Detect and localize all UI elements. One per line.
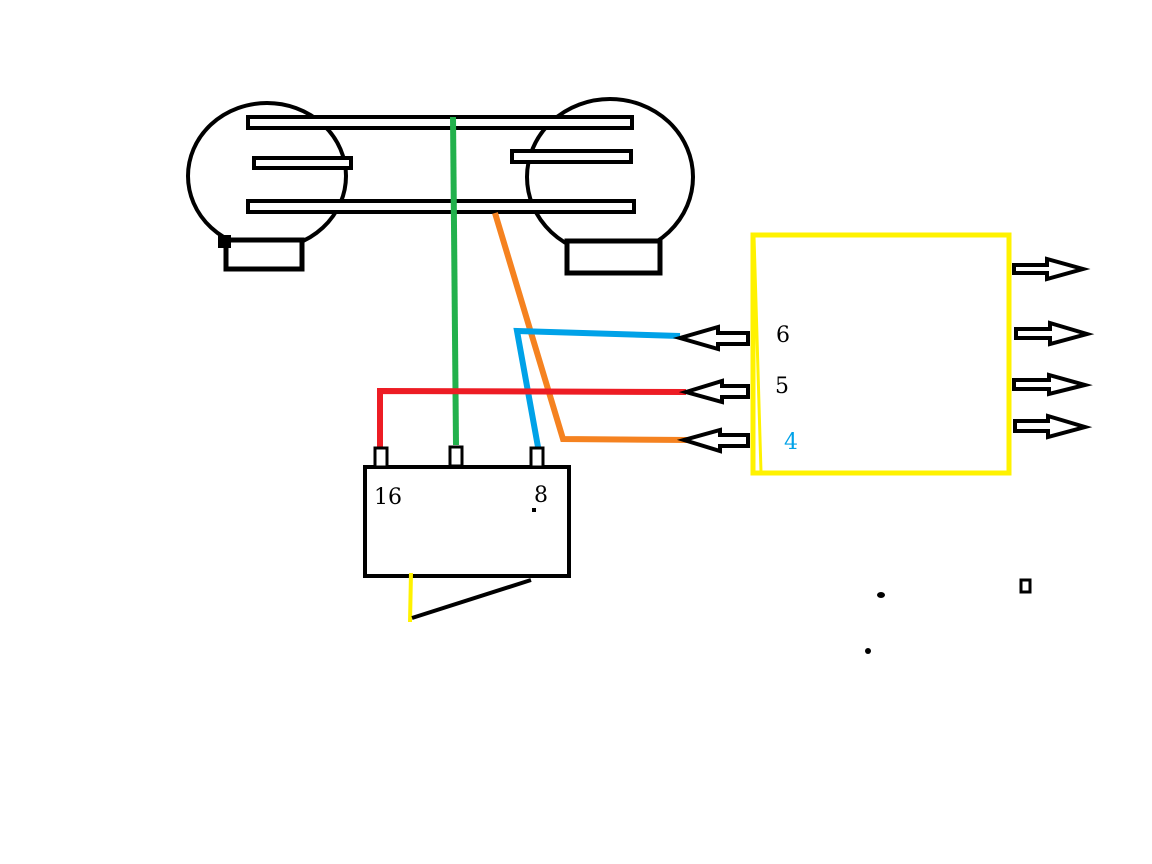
arrow-right-output-1 <box>1012 256 1091 282</box>
tube-assembly <box>186 97 695 276</box>
arrow-left-pin-6 <box>672 324 750 352</box>
black-tail-wire <box>411 578 532 620</box>
module-pin-6-label: 6 <box>776 323 790 348</box>
connector-pin-8-label: 8 <box>534 483 548 508</box>
red-wire <box>377 387 687 450</box>
blue-wire <box>513 327 681 448</box>
connector-dot <box>532 508 536 512</box>
connector-pin-16 <box>373 446 389 469</box>
arrow-left-pin-4 <box>676 427 750 454</box>
module-border <box>750 232 1012 476</box>
left-short-bar <box>252 156 353 170</box>
arrow-left-pin-5 <box>678 378 750 405</box>
top-long-bar <box>246 115 634 130</box>
left-tube-base-notch <box>218 235 231 248</box>
arrow-right-output-4 <box>1013 413 1093 440</box>
left-tube-base <box>223 237 305 272</box>
connector-body <box>363 465 571 578</box>
module-pin-5-label: 5 <box>775 374 789 399</box>
connector-pin-middle <box>448 445 464 468</box>
arrow-right-output-3 <box>1012 372 1093 397</box>
stray-dot-1 <box>877 592 885 598</box>
yellow-tail-wire <box>408 572 413 623</box>
connector-block: 16 8 <box>363 445 571 578</box>
output-arrows <box>1012 256 1095 440</box>
module-inner-edge <box>752 235 763 473</box>
connector-pin-16-label: 16 <box>374 485 402 510</box>
right-short-bar <box>510 149 633 164</box>
orange-wire <box>492 212 689 443</box>
yellow-module: 6 5 4 <box>750 232 1012 476</box>
module-pin-4-label: 4 <box>784 430 798 455</box>
arrow-right-output-2 <box>1014 320 1095 347</box>
input-arrows <box>672 324 750 454</box>
right-tube-base <box>564 238 663 276</box>
connector-pin-8 <box>529 446 545 469</box>
green-wire <box>450 116 459 446</box>
stray-dot-2 <box>865 648 871 654</box>
stray-small-square <box>1019 578 1032 594</box>
bottom-long-bar <box>246 199 636 214</box>
